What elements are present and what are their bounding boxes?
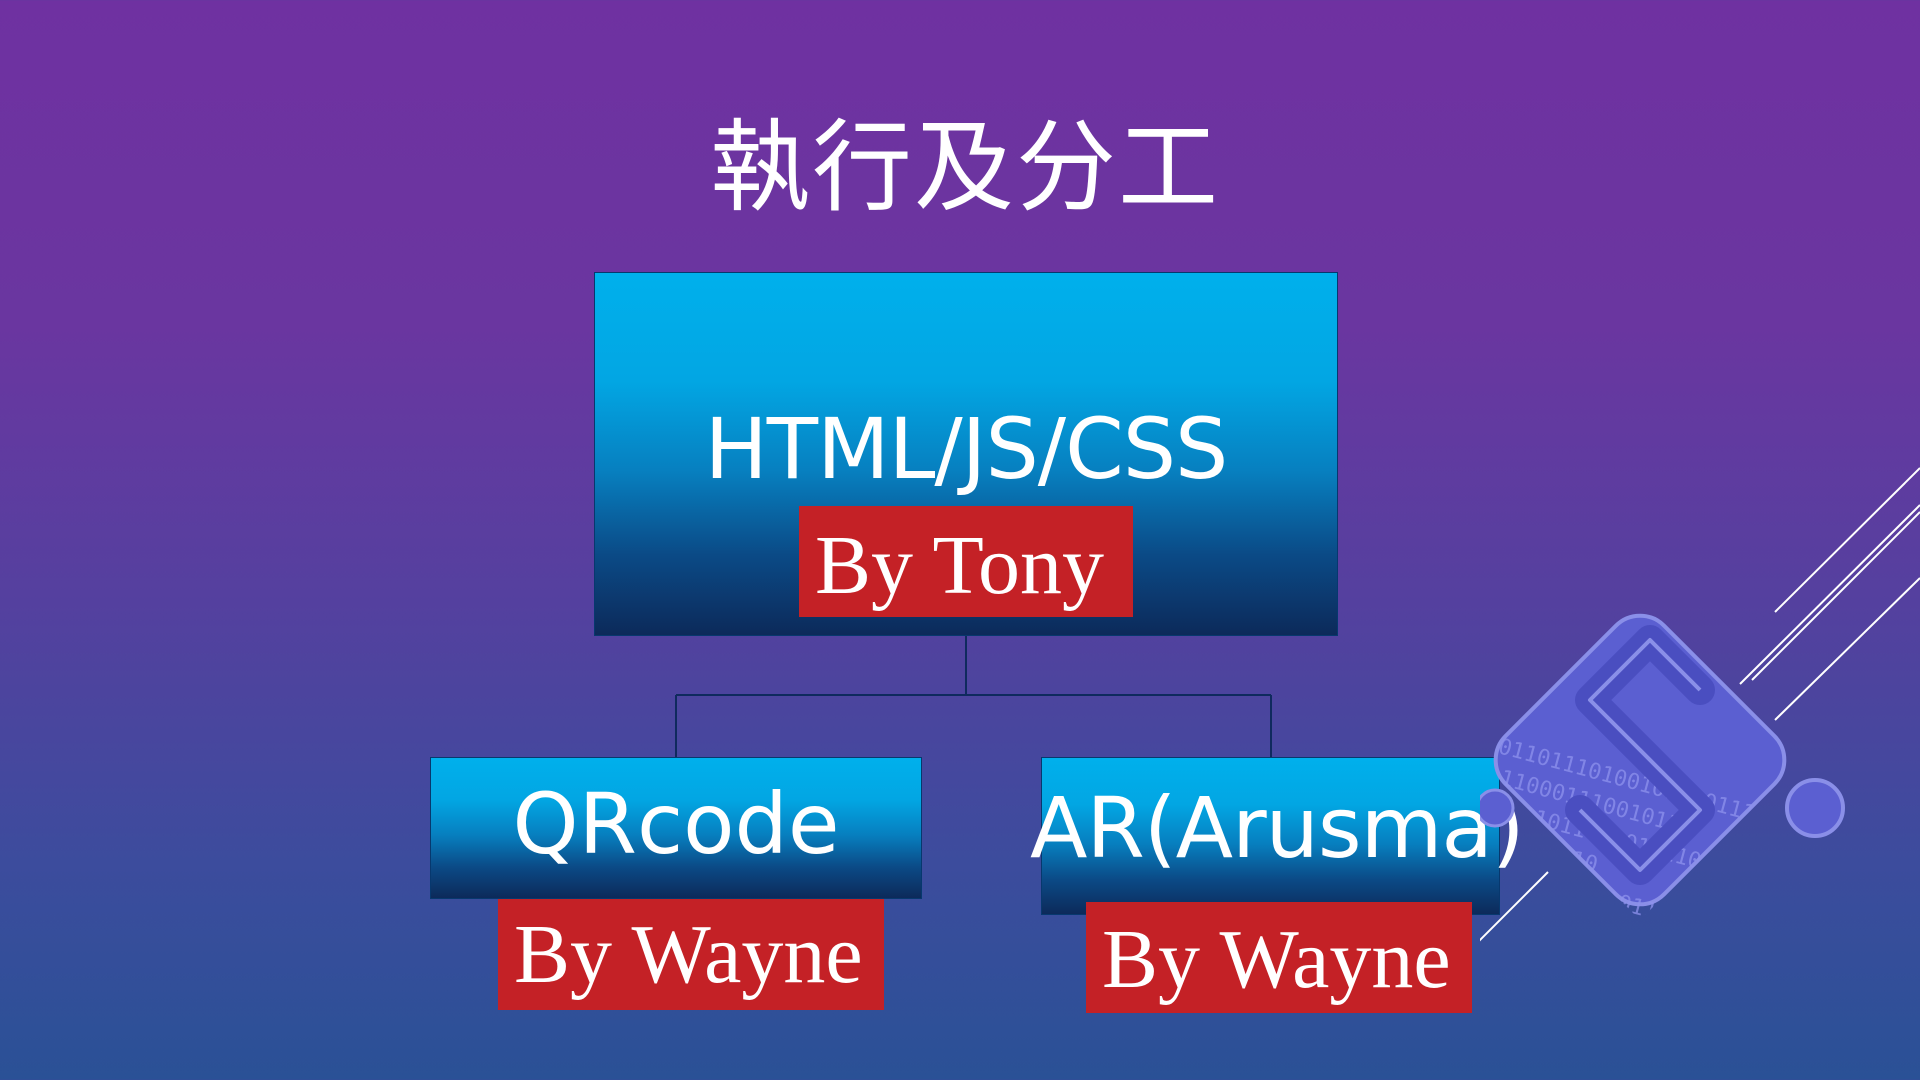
org-node-ar: AR(Arusma)	[1030, 757, 1525, 915]
org-node-qrcode: QRcode	[430, 757, 922, 899]
org-node-qrcode-owner: By Wayne	[498, 899, 884, 1010]
logo-circle-left	[1480, 788, 1515, 828]
org-node-root-label: HTML/JS/CSS	[704, 400, 1229, 498]
slide-title: 執行及分工	[710, 109, 1220, 226]
org-node-ar-label: AR(Arusma)	[1030, 779, 1525, 877]
org-node-qrcode-label: QRcode	[512, 775, 840, 873]
diagonal-lines-decoration	[1480, 467, 1920, 942]
org-node-root-owner: By Tony	[799, 506, 1133, 617]
org-node-ar-owner: By Wayne	[1086, 902, 1472, 1013]
logo-circle-right	[1785, 778, 1845, 838]
binary-s-logo-icon: 01101110100101110111 110001110010111 101…	[1480, 467, 1920, 942]
